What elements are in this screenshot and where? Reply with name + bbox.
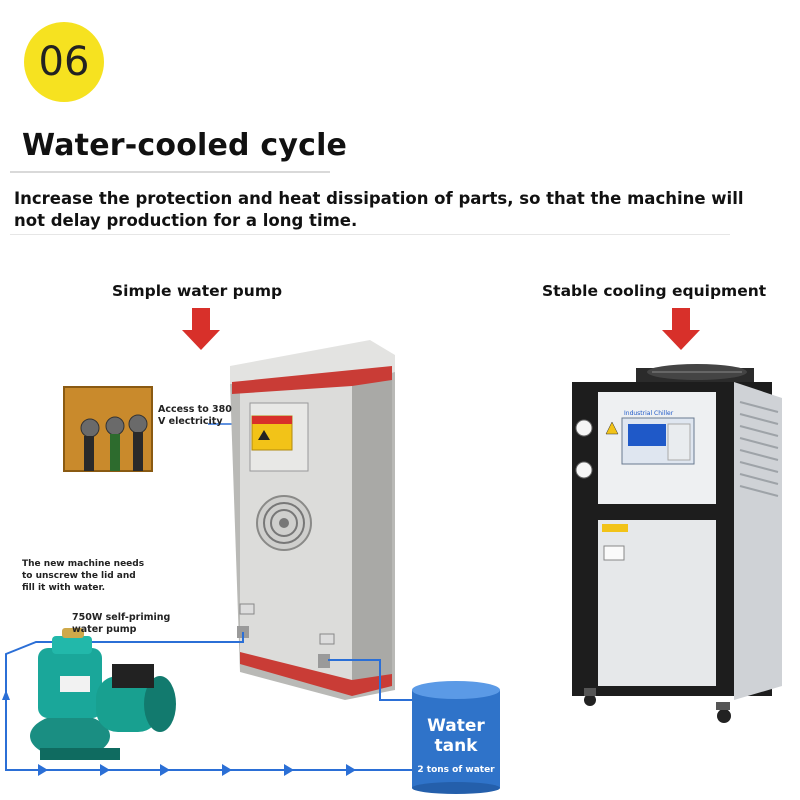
industrial-chiller — [572, 364, 782, 723]
page-subtitle: Increase the protection and heat dissipa… — [14, 189, 744, 230]
left-down-arrow-icon — [182, 308, 220, 350]
water-tank — [412, 681, 500, 794]
title-divider — [10, 171, 330, 173]
pump-label: 750W self-priming water pump — [72, 612, 170, 636]
self-priming-pump-photo — [30, 628, 176, 760]
water-pump-cabinet — [230, 340, 395, 700]
tank-label-line2: tank — [434, 736, 478, 756]
tank-capacity: 2 tons of water — [417, 765, 495, 775]
lid-note-line1: The new machine needs — [22, 559, 145, 569]
lid-note-line3: fill it with water. — [22, 583, 106, 593]
page-title: Water-cooled cycle — [22, 128, 348, 163]
pump-label-line2: water pump — [72, 624, 137, 635]
electricity-label-line2: V electricity — [158, 416, 223, 427]
chiller-display-title: Industrial Chiller — [624, 410, 674, 417]
left-caption: Simple water pump — [112, 282, 283, 300]
pump-label-line1: 750W self-priming — [72, 612, 171, 623]
circulation-pipes — [5, 632, 412, 771]
tank-label-line1: Water — [427, 716, 485, 736]
lid-fill-note: The new machine needs to unscrew the lid… — [22, 558, 144, 594]
tank-label: Water tank — [412, 716, 500, 756]
electricity-label: Access to 380 V electricity — [158, 404, 232, 428]
flow-direction-arrows — [2, 690, 356, 776]
power-terminal-photo — [63, 386, 153, 472]
subtitle-divider — [10, 234, 730, 235]
step-number-badge: 06 — [24, 22, 104, 102]
right-caption: Stable cooling equipment — [542, 282, 767, 300]
electricity-label-line1: Access to 380 — [158, 404, 232, 415]
lid-note-line2: to unscrew the lid and — [22, 571, 136, 581]
right-down-arrow-icon — [662, 308, 700, 350]
